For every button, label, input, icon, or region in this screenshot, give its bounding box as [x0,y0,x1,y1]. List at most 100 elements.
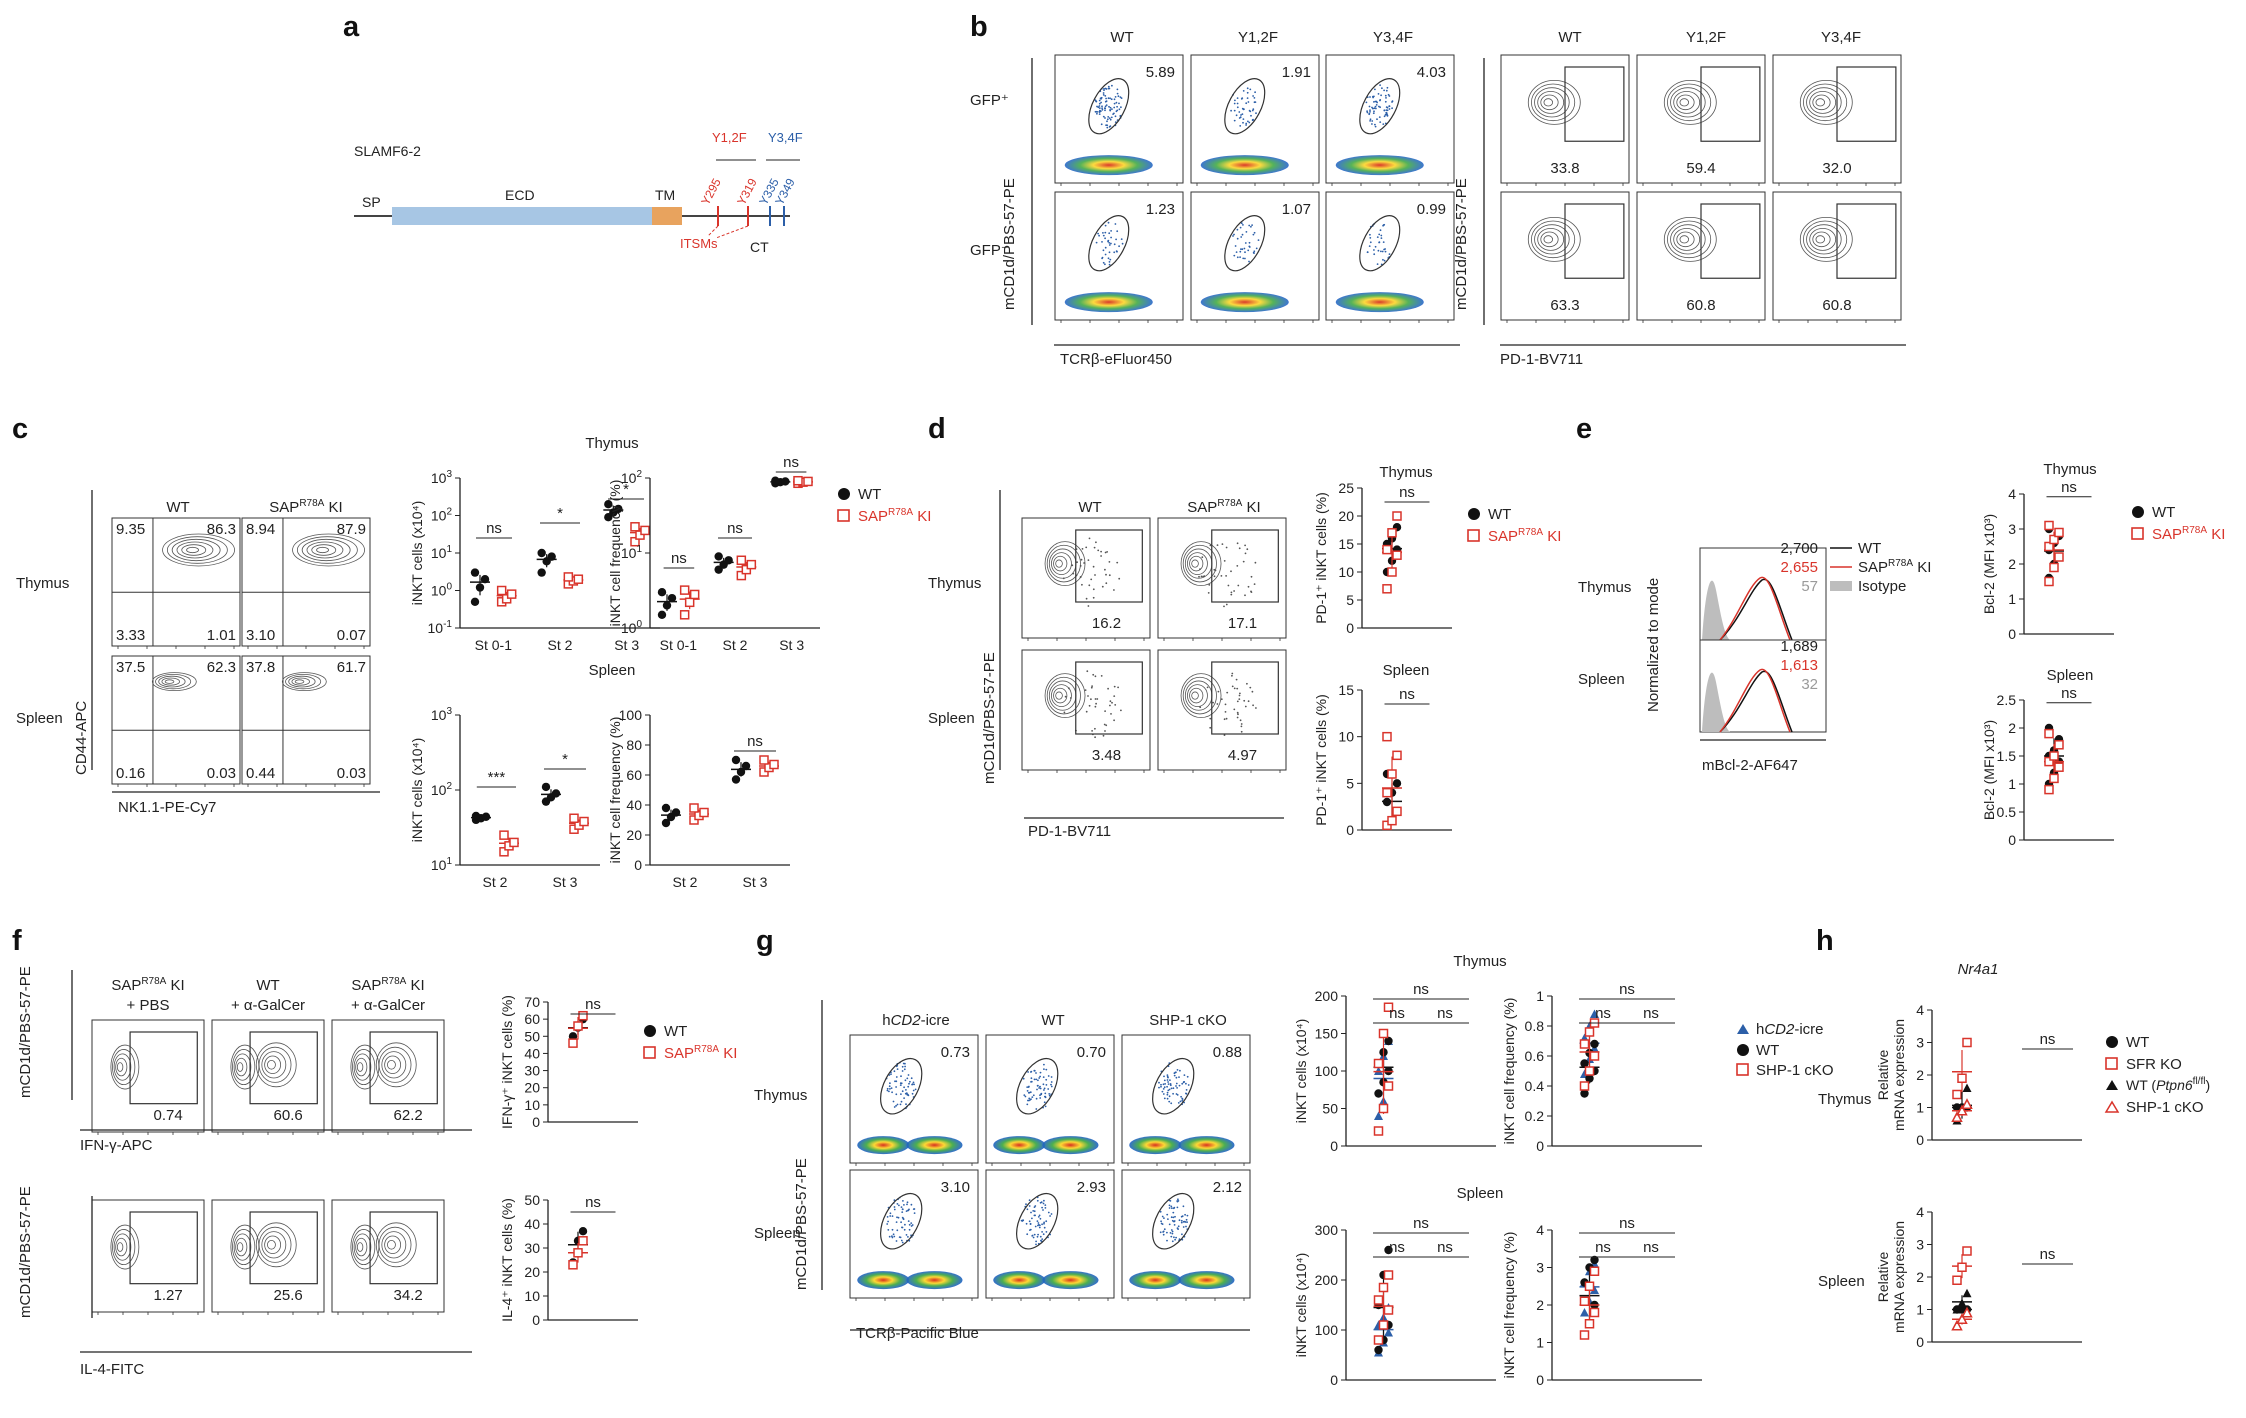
event-dot [1248,245,1251,248]
contour-line [232,1229,256,1266]
b-inkt-gate [1359,78,1401,135]
legend-iso-swatch [1830,581,1852,591]
data-point [2054,740,2064,750]
significance-label: *** [488,769,506,786]
legend-hcd2: hCD2-icre [1756,1021,1824,1038]
event-dot [1248,260,1250,263]
event-dot [1373,253,1376,256]
event-dot [913,1083,915,1086]
event-dot [1035,1243,1037,1246]
event-dot [1241,107,1244,110]
data-point [1392,750,1402,761]
contour-line [1053,687,1068,704]
event-dot [1168,1223,1171,1226]
event-dot [1038,1223,1040,1226]
event-dot [1104,551,1107,554]
event-dot [1036,1220,1039,1222]
event-dot [889,1088,891,1090]
event-dot [1115,101,1118,104]
event-dot [1230,109,1232,112]
event-dot [1383,248,1385,251]
scatter-y-tick-label: 50 [524,1192,540,1208]
contour-line [387,1060,396,1070]
event-dot [1163,1086,1166,1089]
event-dot [1159,1231,1162,1234]
event-dot [1224,703,1227,706]
event-dot [1162,1233,1165,1236]
contour-line [235,1237,248,1257]
event-dot [1184,1213,1186,1216]
event-dot [891,1215,894,1217]
scatter-y-tick-label: 20 [524,1080,540,1096]
panel-h: h Nr4a1 Thymus Spleen WT SFR KO WT (Ptpn… [1816,925,2210,1290]
event-dot [1168,1088,1171,1091]
g-density-blob-right [1178,1136,1235,1155]
data-point [2049,773,2059,784]
event-dot [1044,1105,1047,1108]
g-legend: hCD2-icre WT SHP-1 cKO [1736,1021,1834,1079]
g-density-blob-left [1129,1271,1182,1290]
event-dot [1161,1223,1164,1225]
scatter-y-tick-label: 20 [524,1264,540,1280]
event-dot [901,1241,904,1244]
data-point [1952,1275,1962,1285]
contour-line [1051,552,1072,575]
scatter-y-tick-label: 4 [1536,1222,1544,1238]
contour-line [1531,220,1576,259]
data-point [2049,562,2059,573]
event-dot [1108,105,1110,108]
event-dot [1033,1078,1036,1081]
event-dot [1106,126,1109,129]
event-dot [1233,590,1235,592]
f-gate-value: 0.74 [154,1107,183,1124]
event-dot [1101,107,1103,110]
data-point [568,1038,578,1048]
data-point [579,816,589,827]
event-dot [898,1204,900,1207]
contour-line [1534,224,1570,255]
event-dot [1103,87,1105,90]
event-dot [1107,257,1110,260]
event-dot [887,1229,890,1231]
event-dot [1086,670,1089,673]
b-pd1-gate [1564,66,1625,142]
event-dot [1220,698,1223,701]
event-dot [1100,675,1103,677]
event-dot [1102,115,1105,118]
event-dot [1030,1070,1033,1073]
event-dot [1099,97,1102,100]
event-dot [1244,257,1246,260]
event-dot [1234,245,1237,247]
contour-line [155,673,192,690]
event-dot [1175,1236,1177,1239]
contour-line [1051,684,1072,707]
event-dot [1182,1226,1185,1228]
event-dot [908,1082,910,1085]
panel-a: a SLAMF6-2 SP ECD TM CT Y1,2F Y3,4F Y295… [343,11,803,255]
scatter-y-tick-label: 101 [621,544,643,561]
event-dot [1244,544,1246,547]
legend-ki-marker [1467,529,1480,542]
data-point [771,476,780,485]
event-dot [902,1200,904,1202]
event-dot [1386,86,1389,89]
significance-label: ns [783,454,799,471]
significance-label: ns [727,520,743,537]
g-spleen-title: Spleen [1457,1185,1504,1202]
event-dot [1092,673,1095,676]
data-point [496,585,507,596]
scatter-category-label: St 2 [548,637,573,653]
data-point [563,572,574,582]
data-point [578,1236,588,1246]
event-dot [1386,114,1389,116]
d-ylabel: mCD1d/PBS-57-PE [981,652,998,784]
event-dot [1253,231,1256,234]
event-dot [1107,85,1110,88]
scatter-y-tick-label: 80 [626,737,642,753]
contour-line [292,533,365,567]
scatter-y-tick-label: 100 [1315,1322,1339,1338]
event-dot [895,1080,898,1083]
event-dot [1238,694,1241,697]
event-dot [1120,106,1122,109]
